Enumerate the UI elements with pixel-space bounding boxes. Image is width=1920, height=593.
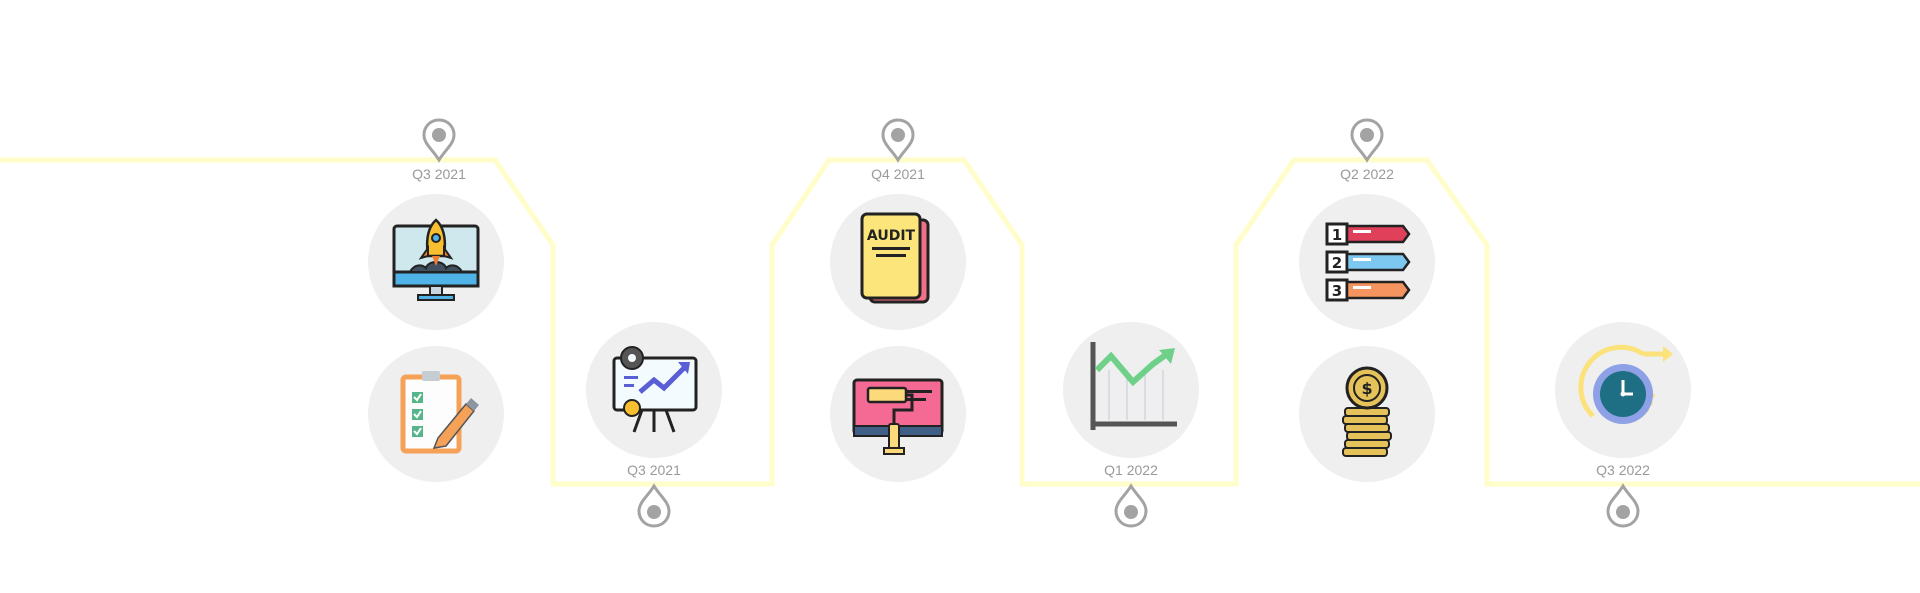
- location-pin-icon: [1350, 118, 1384, 162]
- location-pin-icon: [422, 118, 456, 162]
- numbered-list-icon: 1 2 3: [1325, 222, 1411, 302]
- svg-text:$: $: [1361, 379, 1372, 398]
- svg-text:2: 2: [1332, 254, 1342, 272]
- presentation-growth-icon: [612, 346, 698, 433]
- milestone-date-label: Q2 2022: [1340, 166, 1394, 182]
- coin-stack-icon: $: [1342, 366, 1392, 457]
- paint-roller-monitor-icon: [852, 378, 944, 455]
- location-pin-icon: [637, 484, 671, 528]
- milestone-date-label: Q3 2022: [1596, 462, 1650, 478]
- svg-text:AUDIT: AUDIT: [867, 228, 916, 244]
- timeline-path: [0, 157, 1920, 487]
- checklist-clipboard-icon: [400, 371, 479, 454]
- svg-text:3: 3: [1332, 282, 1342, 300]
- rocket-monitor-icon: [392, 218, 480, 301]
- line-chart-icon: [1090, 342, 1177, 430]
- icon-circle: [1063, 322, 1199, 458]
- milestone-date-label: Q1 2022: [1104, 462, 1158, 478]
- milestone-date-label: Q4 2021: [871, 166, 925, 182]
- location-pin-icon: [1114, 484, 1148, 528]
- clock-refresh-icon: [1578, 344, 1673, 424]
- svg-text:1: 1: [1332, 226, 1342, 244]
- location-pin-icon: [881, 118, 915, 162]
- audit-folder-icon: AUDIT: [860, 212, 930, 304]
- milestone-date-label: Q3 2021: [412, 166, 466, 182]
- milestone-date-label: Q3 2021: [627, 462, 681, 478]
- location-pin-icon: [1606, 484, 1640, 528]
